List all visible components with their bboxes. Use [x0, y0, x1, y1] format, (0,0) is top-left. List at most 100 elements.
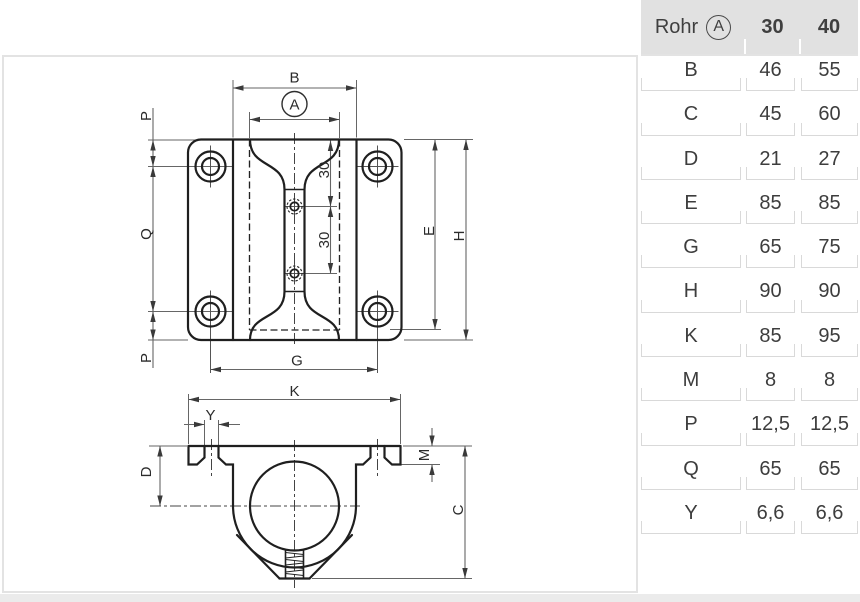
cell-underline	[801, 344, 858, 358]
value-40-cell: 6,6	[801, 499, 858, 543]
dim-cell: K	[641, 322, 741, 366]
arrowheads-front	[150, 85, 469, 373]
cell-underline	[746, 388, 795, 402]
cell-underline	[801, 211, 858, 225]
value-30-cell: 21	[746, 145, 795, 189]
value-30-cell: 90	[746, 277, 795, 321]
front-view-labels: B A P Q P 30 30 G E H	[138, 70, 468, 370]
cell-underline	[641, 211, 741, 225]
cell-underline	[746, 255, 795, 269]
value-40-cell: 60	[801, 100, 858, 144]
table-row: B 46 55	[641, 56, 858, 100]
table-row: H 90 90	[641, 277, 858, 321]
column-header-30: 30	[761, 15, 784, 38]
table-header: Rohr A 30 40	[641, 0, 858, 56]
table-body: B 46 55 C 45 60 D 21 27 E 85 85	[641, 56, 858, 543]
cell-underline	[641, 344, 741, 358]
dim-label-k: K	[289, 383, 299, 400]
value-30-cell: 12,5	[746, 410, 795, 454]
cell-underline	[746, 78, 795, 92]
side-view: K Y D M C	[138, 383, 472, 588]
value-40-cell: 75	[801, 233, 858, 277]
table-row: G 65 75	[641, 233, 858, 277]
dim-label-e: E	[421, 226, 438, 236]
bottom-strip	[0, 594, 860, 602]
dim-label-y: Y	[205, 407, 215, 424]
cell-underline	[746, 432, 795, 446]
value-40-cell: 65	[801, 455, 858, 499]
value-30-cell: 45	[746, 100, 795, 144]
cell-underline	[746, 211, 795, 225]
value-40-cell: 95	[801, 322, 858, 366]
cell-underline	[641, 388, 741, 402]
cell-underline	[801, 166, 858, 180]
dim-cell: Y	[641, 499, 741, 543]
dim-label-g: G	[291, 353, 303, 370]
dim-label-a: A	[289, 97, 299, 114]
table-row: Y 6,6 6,6	[641, 499, 858, 543]
cell-underline	[801, 255, 858, 269]
cell-underline	[746, 521, 795, 535]
table-row: D 21 27	[641, 145, 858, 189]
dim-label-30-top: 30	[316, 162, 333, 179]
table-header-label: Rohr A	[641, 14, 745, 40]
dim-cell: C	[641, 100, 741, 144]
cell-underline	[641, 521, 741, 535]
table-row: P 12,5 12,5	[641, 410, 858, 454]
value-30-cell: 8	[746, 366, 795, 410]
dim-cell: P	[641, 410, 741, 454]
value-40-cell: 55	[801, 56, 858, 100]
cell-underline	[641, 299, 741, 313]
column-header-40: 40	[817, 15, 841, 38]
rohr-label: Rohr	[654, 15, 699, 38]
dim-label-c: C	[450, 504, 467, 515]
cell-underline	[746, 122, 795, 136]
value-40-cell: 27	[801, 145, 858, 189]
dim-cell: D	[641, 145, 741, 189]
dim-cell: B	[641, 56, 741, 100]
dim-label-q: Q	[138, 228, 155, 240]
arrowheads-side	[157, 396, 468, 579]
side-view-labels: K Y D M C	[138, 383, 467, 515]
value-30-cell: 65	[746, 233, 795, 277]
value-40-cell: 12,5	[801, 410, 858, 454]
dim-label-d: D	[138, 466, 155, 477]
cell-underline	[746, 166, 795, 180]
cell-underline	[641, 432, 741, 446]
cell-underline	[641, 476, 741, 490]
table-row: C 45 60	[641, 100, 858, 144]
label-a-circle	[281, 90, 308, 118]
value-40-cell: 90	[801, 277, 858, 321]
table-row: M 8 8	[641, 366, 858, 410]
value-30-cell: 65	[746, 455, 795, 499]
dim-label-h: H	[451, 231, 468, 242]
cell-underline	[746, 476, 795, 490]
dim-label-m: M	[416, 449, 433, 462]
value-40-cell: 85	[801, 189, 858, 233]
dim-cell: Q	[641, 455, 741, 499]
technical-drawing: B A P Q P 30 30 G E H	[138, 70, 473, 588]
value-30-cell: 6,6	[746, 499, 795, 543]
dim-label-b: B	[289, 70, 299, 87]
value-40-cell: 8	[801, 366, 858, 410]
thread-hatch	[285, 552, 304, 576]
dim-label-p-top: P	[138, 111, 155, 121]
front-view: B A P Q P 30 30 G E H	[138, 70, 473, 373]
cell-underline	[801, 476, 858, 490]
dim-cell: E	[641, 189, 741, 233]
dim-label-30-bottom: 30	[316, 232, 333, 249]
cell-underline	[641, 122, 741, 136]
drawing-panel: B A P Q P 30 30 G E H	[2, 55, 638, 593]
dim-label-p-bottom: P	[138, 353, 155, 363]
dim-cell: G	[641, 233, 741, 277]
cell-underline	[801, 388, 858, 402]
cell-underline	[801, 299, 858, 313]
cell-underline	[801, 122, 858, 136]
dim-cell: M	[641, 366, 741, 410]
dim-cell: H	[641, 277, 741, 321]
a-badge: A	[706, 14, 732, 40]
cell-underline	[801, 78, 858, 92]
cell-underline	[801, 521, 858, 535]
header-separator	[744, 39, 746, 54]
value-30-cell: 85	[746, 322, 795, 366]
